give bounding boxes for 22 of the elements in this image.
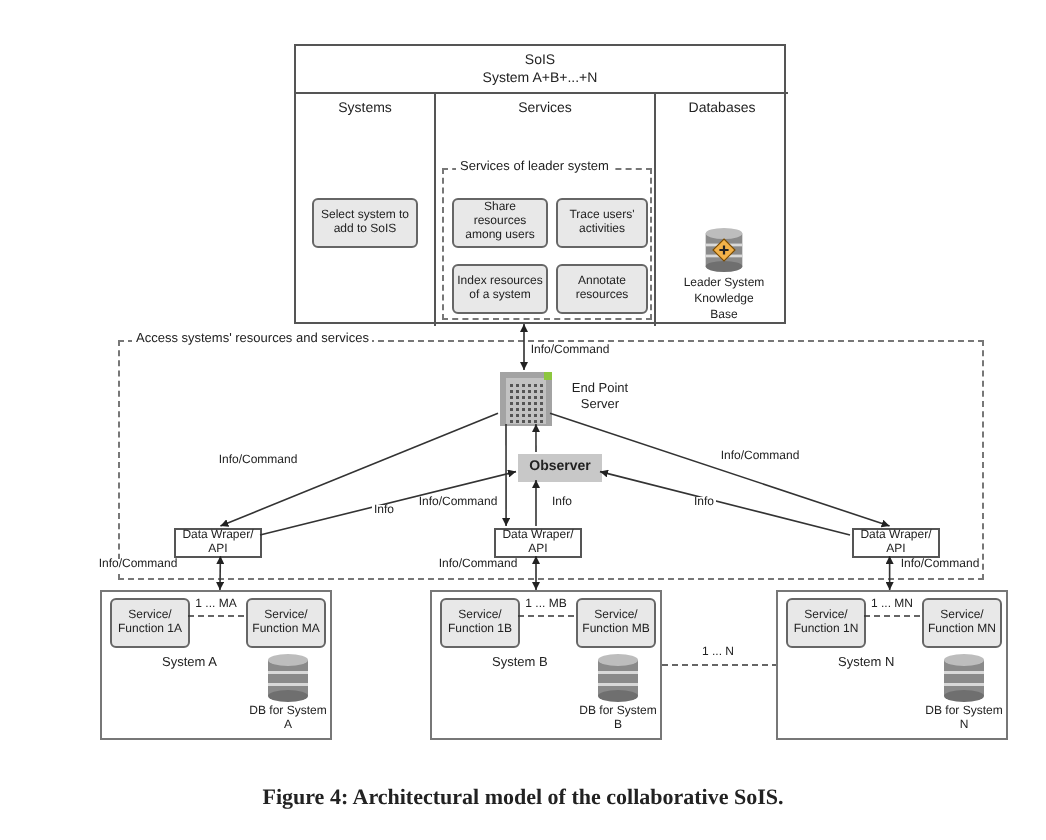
arrow	[549, 412, 891, 528]
dashed-connector	[863, 615, 921, 617]
figure-caption: Figure 4: Architectural model of the collaborative SoIS.	[262, 784, 784, 814]
arrow	[885, 555, 894, 591]
arrow	[502, 423, 511, 527]
arrow	[532, 555, 540, 591]
dashed-connector	[661, 664, 777, 666]
dashed-connector	[517, 615, 575, 617]
arrow	[531, 423, 540, 453]
dashed-connector	[187, 615, 245, 617]
arrow	[216, 555, 225, 591]
system-panel	[430, 590, 662, 740]
system-panel	[100, 590, 332, 740]
arrow	[532, 479, 540, 527]
arrow	[520, 323, 528, 371]
system-panel	[776, 590, 1008, 740]
column-panel	[434, 92, 654, 326]
arrow	[259, 469, 517, 536]
column-panel	[654, 92, 788, 326]
arrow	[219, 412, 499, 527]
arrow	[599, 469, 851, 536]
panel-frame	[294, 44, 786, 324]
